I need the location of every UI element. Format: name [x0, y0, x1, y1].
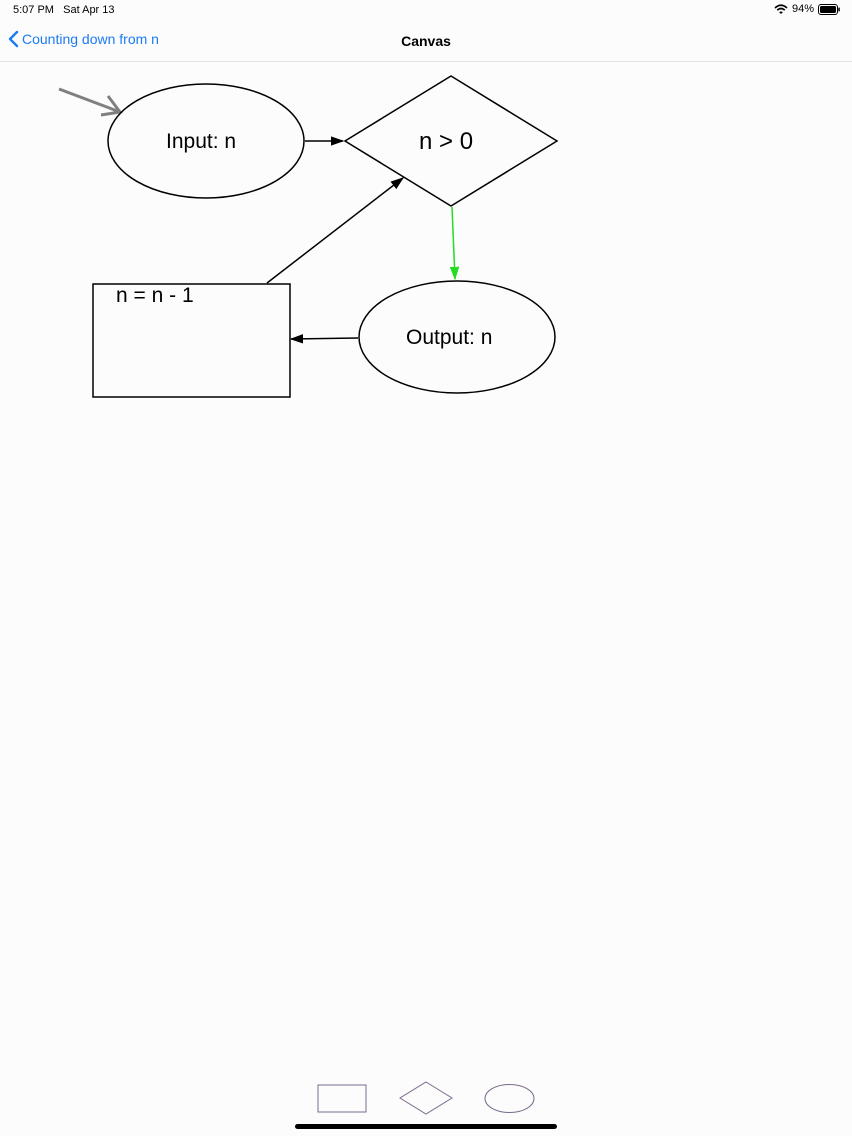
start-arrow[interactable] — [58, 87, 123, 117]
status-bar: 5:07 PM Sat Apr 13 94% — [0, 0, 852, 20]
drawing-canvas[interactable]: Input: n n > 0 Output: n n = n - 1 — [0, 62, 852, 1072]
status-date-text: Sat Apr 13 — [63, 4, 115, 16]
shape-toolbar — [0, 1076, 852, 1136]
status-indicators: 94% — [774, 3, 840, 15]
process-node-label: n = n - 1 — [116, 284, 194, 307]
back-button-label: Counting down from n — [22, 31, 159, 47]
wifi-icon — [774, 3, 788, 14]
input-node-shape[interactable] — [107, 83, 305, 199]
status-time-text: 5:07 PM — [13, 4, 54, 16]
back-button[interactable]: Counting down from n — [8, 30, 159, 48]
page-title: Canvas — [401, 33, 451, 49]
output-node-shape[interactable] — [358, 280, 556, 394]
navigation-bar: Counting down from n Canvas — [0, 20, 852, 62]
battery-percent: 94% — [791, 3, 814, 15]
battery-icon — [818, 3, 840, 15]
edge-decision-to-output[interactable] — [449, 206, 460, 281]
ellipse-tool-icon[interactable] — [483, 1083, 536, 1114]
output-node-label: Output: n — [406, 326, 493, 349]
rectangle-tool-icon[interactable] — [317, 1084, 369, 1114]
edge-process-to-decision[interactable] — [266, 177, 405, 284]
chevron-left-icon — [8, 30, 19, 48]
edge-output-to-process[interactable] — [289, 334, 359, 344]
decision-node-shape[interactable] — [343, 75, 559, 207]
diamond-tool-icon[interactable] — [398, 1081, 454, 1115]
home-indicator[interactable] — [295, 1124, 557, 1129]
decision-node-label: n > 0 — [419, 128, 474, 155]
flowchart-diagram — [58, 75, 559, 398]
status-time: 5:07 PM Sat Apr 13 — [13, 4, 115, 16]
input-node-label: Input: n — [166, 130, 237, 153]
